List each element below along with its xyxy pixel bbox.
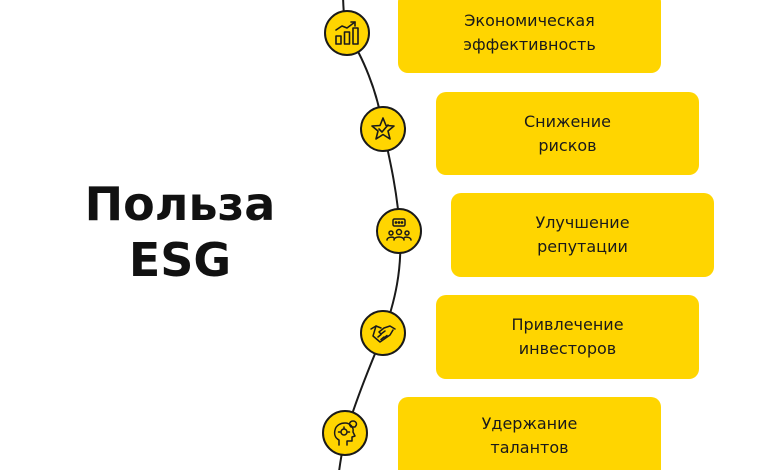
star-shield-icon: [371, 117, 395, 140]
card-reputation: Улучшение репутации: [451, 193, 714, 277]
card-investors: Привлечение инвесторов: [436, 295, 699, 379]
title-line-2: ESG: [128, 233, 232, 287]
card-label-line-2: рисков: [538, 135, 597, 155]
node-investors: [360, 310, 406, 356]
node-reputation: [376, 208, 422, 254]
card-label-line-1: Снижение: [524, 111, 611, 131]
card-label-line-2: инвесторов: [518, 339, 617, 358]
card-label-line-2: талантов: [490, 437, 569, 457]
card-label-line-1: Улучшение: [535, 213, 630, 232]
card-economic-efficiency: Экономическая эффективность: [398, 0, 661, 73]
node-economic-efficiency: [324, 10, 370, 56]
card-talents: Удержание талантов: [398, 397, 661, 470]
card-label-line-1: Удержание: [481, 413, 578, 433]
card-label-line-1: Экономическая: [464, 10, 595, 30]
node-talents: [322, 410, 368, 456]
head-ideas-icon: [333, 420, 358, 446]
bar-chart-growth-icon: [335, 21, 359, 45]
node-risk-reduction: [360, 106, 406, 152]
people-chat-icon: [386, 218, 412, 241]
handshake-icon: [370, 325, 396, 343]
card-label-line-1: Привлечение: [511, 315, 624, 334]
card-label-line-2: эффективность: [463, 34, 596, 54]
diagram-title: Польза ESG: [60, 176, 300, 288]
card-risk-reduction: Снижение рисков: [436, 92, 699, 175]
title-line-1: Польза: [84, 177, 276, 231]
card-label-line-2: репутации: [537, 237, 628, 256]
